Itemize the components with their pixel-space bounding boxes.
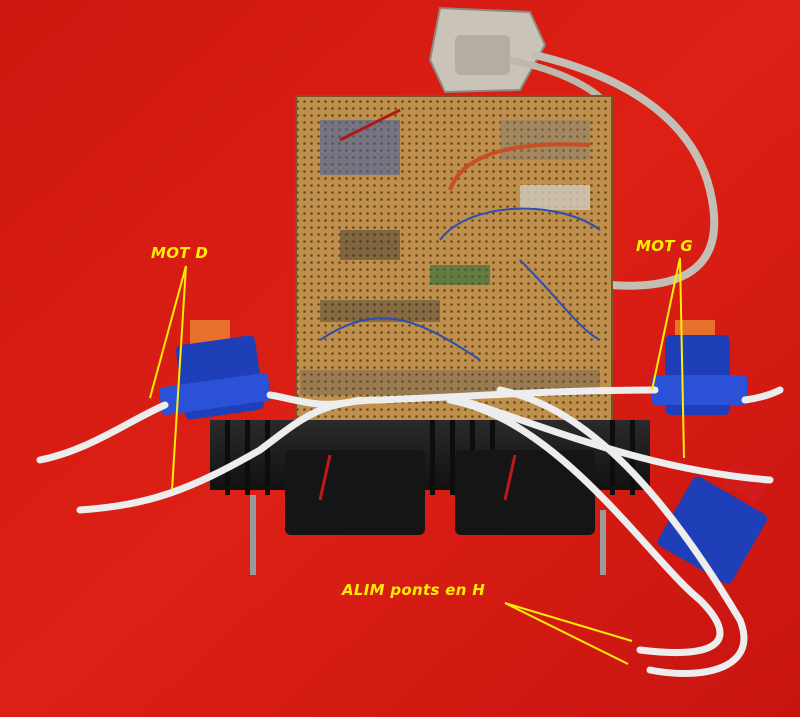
- label-mot-g: MOT G: [636, 237, 693, 255]
- fuse-holder-left: [159, 320, 271, 420]
- label-alim-ponts-en-h: ALIM ponts en H: [342, 581, 486, 599]
- label-mot-d: MOT D: [151, 244, 209, 262]
- serial-connector: [428, 6, 614, 112]
- fuse-holder-bottom-right: [657, 461, 769, 584]
- annotation-lines: [149, 257, 685, 665]
- perfboard: [295, 95, 613, 439]
- white-wires: [36, 386, 784, 677]
